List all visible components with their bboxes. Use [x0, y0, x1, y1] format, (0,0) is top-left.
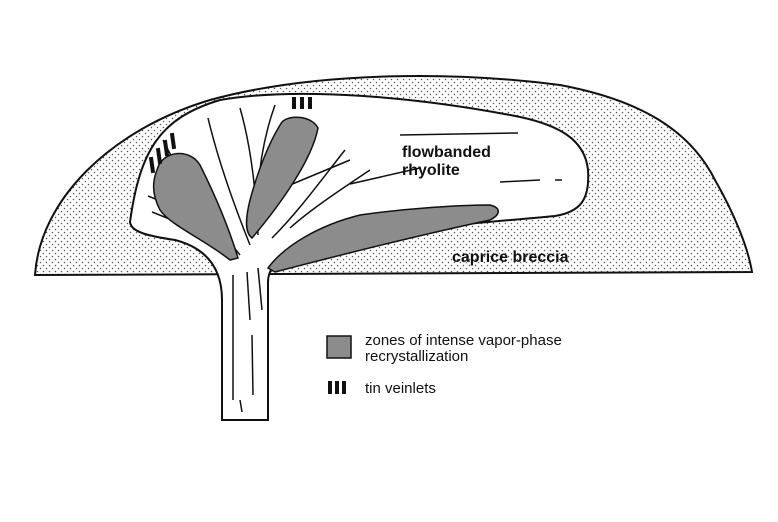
legend-zone-swatch	[327, 336, 351, 358]
legend-zones-line2: recrystallization	[365, 348, 468, 365]
flowbanded-label-line2: rhyolite	[402, 162, 460, 179]
tin-veinlets-top	[292, 97, 312, 109]
flowbanded-label-line1: flowbanded	[402, 144, 491, 161]
legend-tin-veinlets-icon	[328, 381, 346, 394]
legend: zones of intense vapor-phase recrystalli…	[327, 332, 562, 397]
caprice-breccia-label: caprice breccia	[452, 249, 569, 266]
legend-zones-line1: zones of intense vapor-phase	[365, 332, 562, 349]
legend-tin-veinlets-label: tin veinlets	[365, 380, 436, 397]
